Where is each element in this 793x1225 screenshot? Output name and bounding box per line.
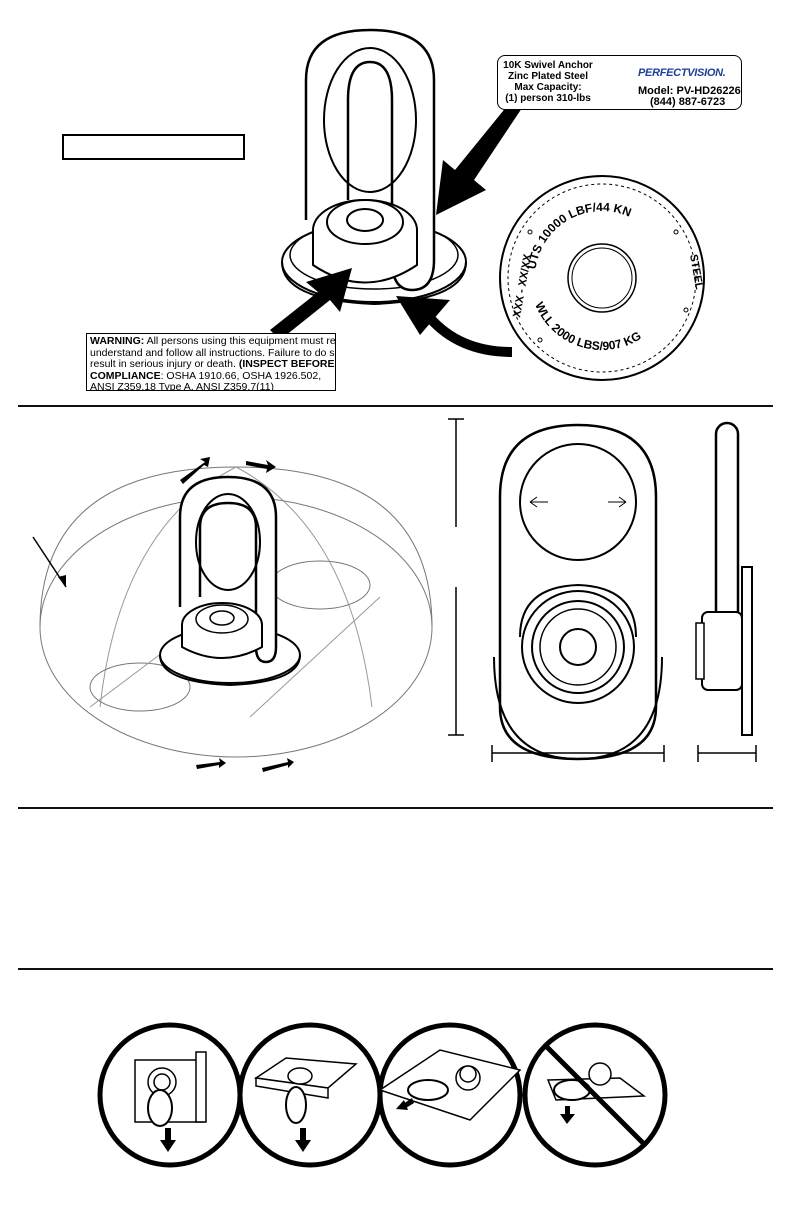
product-tag-label: 10K Swivel Anchor Zinc Plated Steel Max …	[497, 55, 742, 110]
compliance-heading: COMPLIANCE	[90, 369, 161, 382]
blank-title-box	[62, 134, 245, 160]
tag-line: Zinc Plated Steel	[507, 71, 589, 82]
swivel-and-dimension-illustration	[32, 418, 757, 772]
brand-logo: PERFECTVISION.	[638, 67, 726, 79]
compliance-text: : OSHA 1910.66, OSHA 1926.502,	[160, 369, 322, 382]
usage-panel-correct-angled	[237, 1022, 383, 1168]
anchor-overview-illustration: UTS 10000 LBF/44 KN WLL 2000 LBS/907 KG …	[270, 28, 705, 381]
usage-panel-correct-vertical	[97, 1022, 243, 1168]
usage-panel-incorrect-edge	[522, 1022, 668, 1168]
section-divider	[18, 405, 773, 407]
tag-line: (1) person 310-lbs	[505, 93, 591, 104]
tag-line: Max Capacity:	[514, 82, 582, 93]
warning-text: understand and follow all instructions. …	[90, 346, 336, 359]
warning-label: WARNING: All persons using this equipmen…	[86, 333, 336, 391]
usage-panel-correct-side	[377, 1022, 523, 1168]
compliance-standards: ANSI Z359.18 Type A, ANSI Z359.7(11)	[90, 381, 275, 391]
model-number: Model: PV-HD26226	[638, 85, 741, 97]
warning-text: result in serious injury or death.	[90, 358, 239, 370]
tag-line: 10K Swivel Anchor	[503, 60, 593, 71]
inspect-notice: (INSPECT BEFORE US	[238, 358, 335, 370]
usage-orientation-illustration	[97, 1022, 668, 1168]
section-divider	[18, 968, 773, 970]
phone-number: (844) 887-6723	[650, 96, 726, 108]
warning-heading: WARNING:	[90, 335, 145, 347]
warning-text: All persons using this equipment must re…	[144, 335, 336, 347]
section-divider	[18, 807, 773, 809]
